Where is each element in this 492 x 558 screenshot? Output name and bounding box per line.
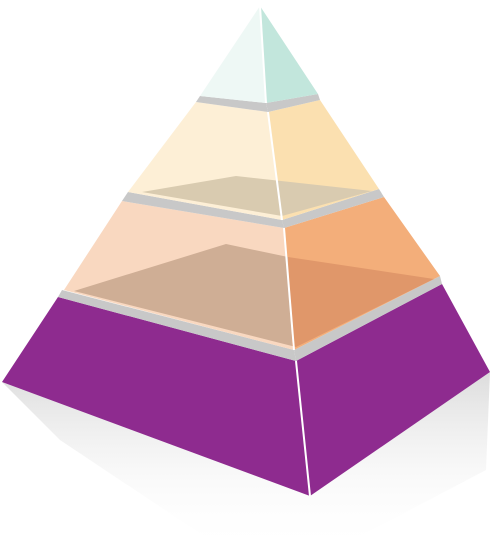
separator-band-3 — [58, 290, 296, 361]
upper-middle-tier-edge — [267, 111, 283, 221]
separator-band-1-right — [266, 94, 320, 112]
top-tier-right-face — [260, 6, 318, 103]
top-tier-edge — [259, 5, 267, 104]
separator-band-1 — [196, 96, 268, 112]
lower-middle-tier-edge — [283, 227, 295, 351]
base-tier-right-face — [296, 284, 490, 496]
ground-shadow — [2, 372, 490, 552]
upper-middle-tier-inner-floor — [142, 176, 372, 216]
base-tier-edge — [295, 360, 311, 497]
separator-band-2 — [122, 192, 284, 228]
separator-band-3-right — [294, 276, 442, 361]
top-tier-left-face — [200, 6, 266, 103]
separator-band-2-right — [282, 189, 384, 228]
lower-middle-tier-inner-floor-left — [74, 244, 292, 346]
lower-middle-tier-inner-floor-right — [288, 257, 434, 347]
base-tier-left-face — [2, 297, 310, 496]
